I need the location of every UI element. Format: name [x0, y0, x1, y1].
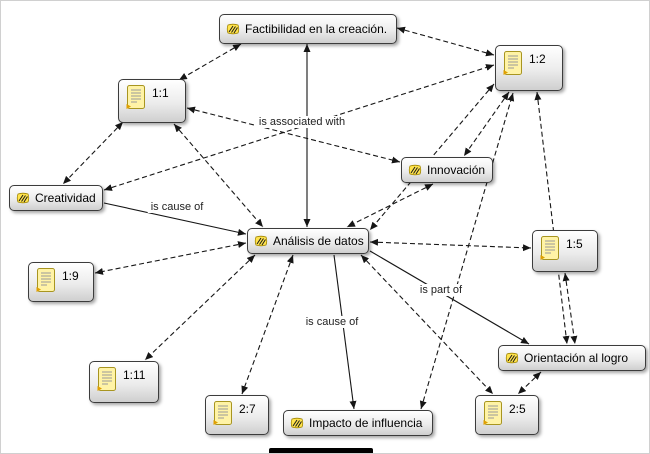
node-q1_5[interactable]: 1:5 [532, 230, 598, 272]
quotation-icon [482, 400, 504, 427]
edge-innovacion-analisis[interactable] [346, 183, 434, 228]
node-orientacion[interactable]: Orientación al logro [498, 345, 646, 371]
edge-q1_5-orientacion[interactable] [562, 272, 578, 345]
edge-label-analisis-orientacion: is part of [416, 284, 466, 296]
node-label: 1:9 [62, 269, 79, 283]
code-icon [408, 164, 422, 176]
edge-label-creatividad-analisis: is cause of [147, 201, 207, 213]
edge-factibilidad-q1_2[interactable] [396, 26, 495, 57]
bottom-edge-bar [269, 448, 373, 453]
edge-impacto-q1_2[interactable] [419, 92, 515, 410]
node-label: Análisis de datos [273, 234, 364, 248]
node-label: Factibilidad en la creación. [245, 22, 388, 36]
quotation-icon [35, 267, 57, 294]
edge-label-factibilidad-analisis: is associated with [255, 116, 349, 128]
node-label: Impacto de influencia [309, 416, 423, 430]
node-factibilidad[interactable]: Factibilidad en la creación. [219, 14, 397, 44]
edge-q1_1-creatividad[interactable] [62, 121, 124, 185]
node-label: Creatividad [35, 191, 96, 205]
code-icon [290, 417, 304, 429]
node-label: 2:7 [239, 402, 256, 416]
node-label: 2:5 [509, 402, 526, 416]
quotation-icon [539, 235, 561, 262]
edge-creatividad-analisis[interactable] [103, 202, 247, 236]
edge-q1_2-innovacion[interactable] [463, 91, 510, 157]
quotation-icon [96, 366, 118, 393]
node-impacto[interactable]: Impacto de influencia [283, 410, 433, 436]
node-creatividad[interactable]: Creatividad [9, 185, 103, 211]
node-label: Orientación al logro [524, 351, 629, 365]
edge-analisis-q2_7[interactable] [241, 254, 294, 395]
node-label: 1:11 [123, 368, 146, 382]
edge-analisis-impacto[interactable] [333, 254, 357, 410]
node-label: 1:1 [152, 86, 169, 100]
code-icon [254, 235, 268, 247]
code-icon [505, 352, 519, 364]
node-q1_9[interactable]: 1:9 [28, 262, 94, 302]
code-icon [226, 23, 240, 35]
quotation-icon [125, 84, 147, 111]
node-analisis[interactable]: Análisis de datos [247, 228, 369, 254]
edge-factibilidad-q1_1[interactable] [178, 43, 242, 81]
node-q2_7[interactable]: 2:7 [205, 395, 269, 435]
edge-analisis-q1_11[interactable] [144, 254, 256, 361]
quotation-icon [502, 50, 524, 77]
node-q1_11[interactable]: 1:11 [89, 361, 159, 403]
node-q2_5[interactable]: 2:5 [475, 395, 539, 435]
quotation-icon [212, 400, 234, 427]
edge-analisis-q1_5[interactable] [369, 238, 532, 252]
node-q1_1[interactable]: 1:1 [118, 79, 186, 123]
edge-analisis-q2_5[interactable] [360, 254, 494, 395]
edge-q1_2-orientacion[interactable] [534, 91, 570, 345]
edge-analisis-orientacion[interactable] [369, 250, 530, 345]
node-q1_2[interactable]: 1:2 [495, 45, 563, 91]
node-innovacion[interactable]: Innovación [401, 157, 493, 183]
node-label: 1:5 [566, 237, 583, 251]
node-label: 1:2 [529, 52, 546, 66]
edge-orientacion-q2_5[interactable] [517, 371, 542, 395]
edge-label-analisis-impacto: is cause of [302, 316, 362, 328]
code-icon [16, 192, 30, 204]
edge-analisis-q1_9[interactable] [94, 241, 247, 275]
node-label: Innovación [427, 163, 486, 177]
